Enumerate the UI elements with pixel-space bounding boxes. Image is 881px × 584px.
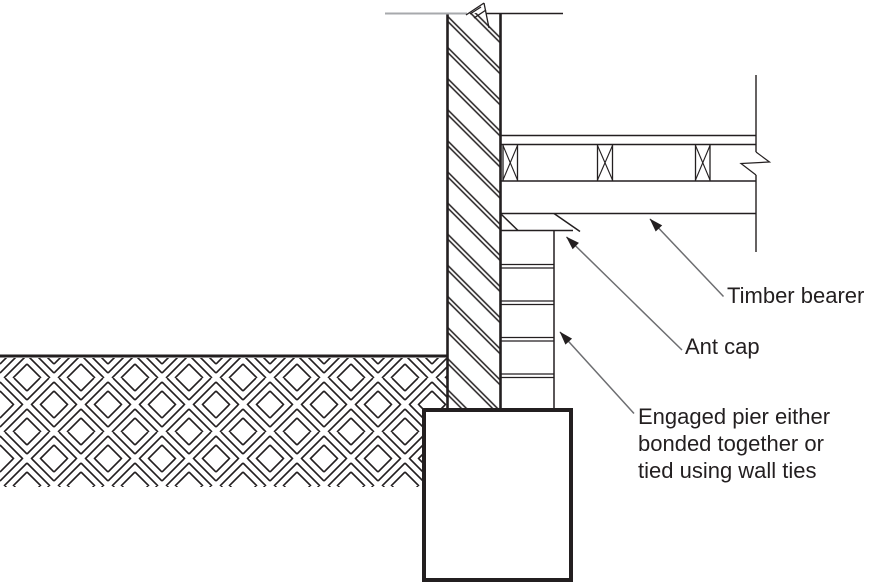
ant-cap-leader-line: [565, 236, 683, 351]
brick-wall-section: [385, 2, 563, 408]
engaged-pier-label-line3: tied using wall ties: [638, 458, 817, 483]
ground-hatch: [0, 354, 447, 487]
engaged-pier: [501, 231, 555, 408]
engaged-pier-label-line1: Engaged pier either: [638, 404, 830, 429]
timber-bearer-label: Timber bearer: [727, 283, 864, 308]
pier-course-joints: [501, 263, 554, 379]
engaged-pier-leader-line: [559, 331, 635, 415]
ant-cap-plate: [500, 212, 581, 233]
timber-bearer-callout: Timber bearer: [649, 218, 864, 308]
flooring-lines: [501, 134, 756, 215]
engaged-pier-label-line2: bonded together or: [638, 431, 824, 456]
floor-break-icon: [739, 75, 772, 252]
floor-structure: [501, 75, 772, 252]
ant-cap-callout: Ant cap: [565, 236, 760, 359]
ant-cap-label: Ant cap: [685, 334, 760, 359]
joist-blocking: [502, 144, 711, 181]
concrete-footing: [422, 408, 573, 582]
timber-bearer-leader-line: [649, 218, 725, 298]
wall-break-icon: [465, 2, 490, 29]
engaged-pier-callout: Engaged pier either bonded together or t…: [559, 331, 830, 483]
